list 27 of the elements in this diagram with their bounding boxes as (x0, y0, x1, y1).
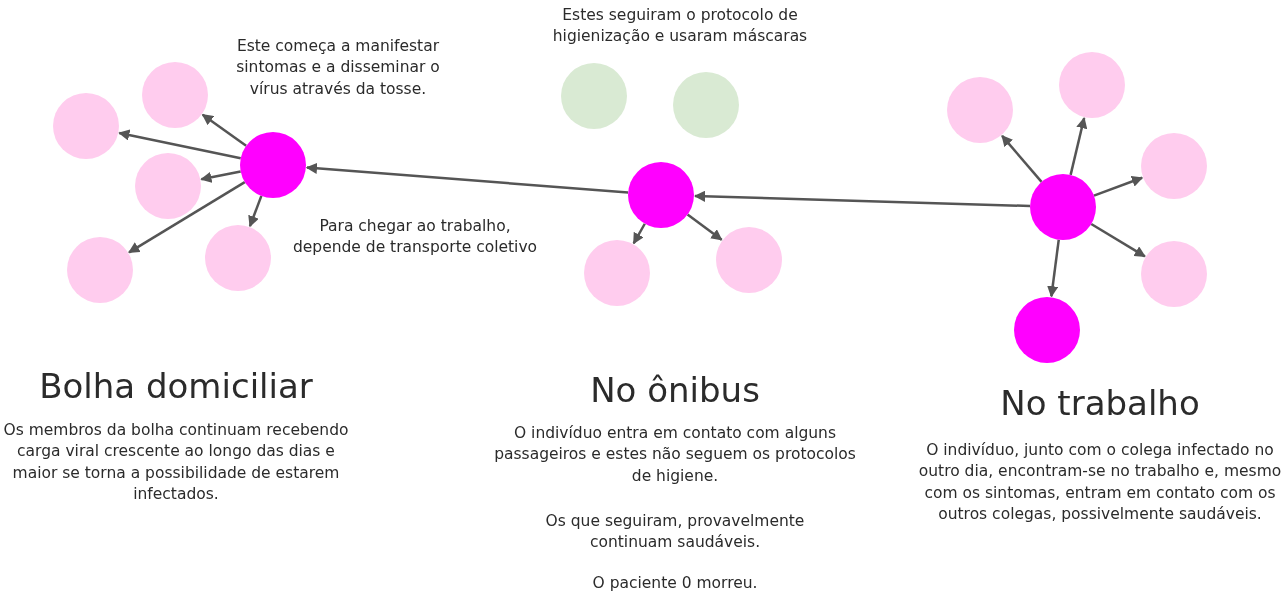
arrow (632, 223, 646, 245)
arrow (128, 181, 246, 254)
arrow (1047, 239, 1060, 298)
note-text: Para chegar ao trabalho, depende de transporte coletivo (291, 216, 539, 259)
note-text: Este começa a manifestar sintomas e a disseminar o vírus através da tosse. (235, 36, 441, 100)
section-description: O indivíduo, junto com o colega infectado no outro dia, encontram-se no trabalho e, mesmo com os sintomas, entram em contato com os outros colegas, possivelmente saudáveis. (917, 440, 1283, 526)
arrow (1001, 135, 1043, 183)
arrow (1069, 117, 1088, 176)
section-heading: No ônibus (590, 370, 760, 411)
section-heading: No trabalho (1000, 383, 1200, 424)
arrow (305, 162, 629, 194)
section-description: Os que seguiram, provavelmente continuam saudáveis. (544, 511, 806, 554)
note-text: Estes seguiram o protocolo de higienização e usaram máscaras (551, 5, 809, 48)
section-heading: Bolha domiciliar (39, 366, 313, 407)
person-circle (1030, 174, 1096, 240)
arrow (201, 113, 247, 147)
arrow (693, 190, 1031, 208)
arrow (1090, 222, 1146, 258)
person-circle (135, 153, 201, 219)
arrow (118, 129, 241, 160)
arrow (686, 213, 723, 241)
arrow (200, 170, 241, 183)
section-description: O paciente 0 morreu. (591, 573, 759, 594)
section-description: Os membros da bolha continuam recebendo carga viral crescente ao longo das dias e maior se torna a possibilidade de estarem infectados. (2, 420, 350, 506)
arrow (1093, 176, 1144, 197)
arrow (248, 195, 263, 228)
section-description: O indivíduo entra em contato com alguns passageiros e estes não seguem os protocolos de higiene. (493, 423, 857, 487)
